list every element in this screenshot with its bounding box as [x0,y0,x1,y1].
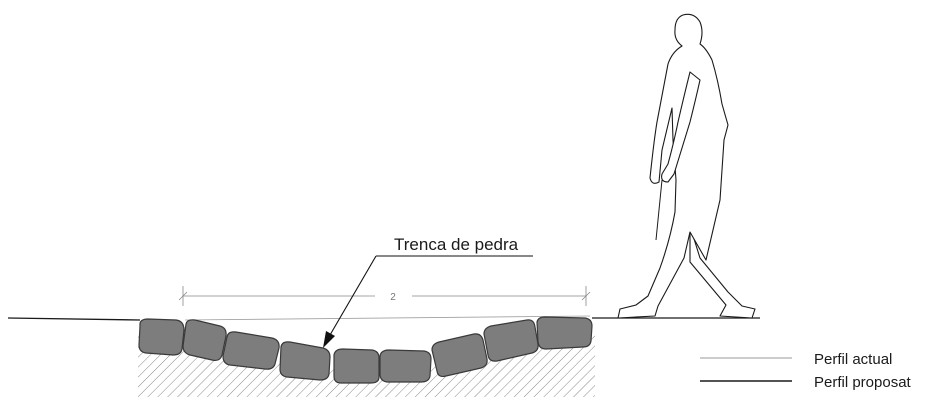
stone-ditch [138,316,593,384]
legend-label-actual: Perfil actual [814,351,892,368]
stone [222,331,280,370]
callout-label: Trenca de pedra [394,235,519,254]
existing-profile-line [184,315,591,321]
stone [138,318,185,356]
legend: Perfil actual Perfil proposat [700,351,912,391]
legend-label-proposed: Perfil proposat [814,374,912,391]
callout-arrowhead [323,331,335,348]
dimension-value: 2 [390,292,396,303]
stone [182,319,227,362]
stone [536,316,593,350]
callout-leader [329,255,533,336]
stone [333,348,380,384]
walking-person [617,13,756,319]
dimension-line [178,286,591,306]
proposed-ground-left [7,317,141,321]
stone [431,333,488,378]
stone [279,341,331,381]
stone [379,349,432,383]
